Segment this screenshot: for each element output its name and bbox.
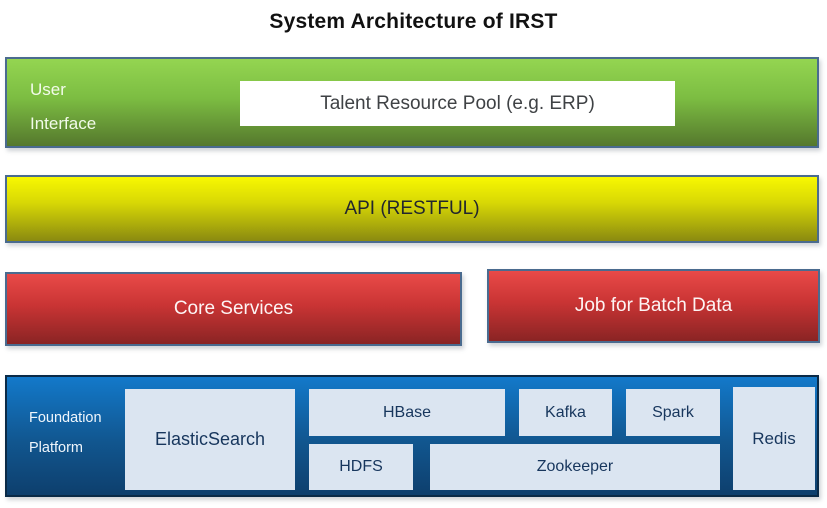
foundation-platform-label: Foundation Platform (29, 403, 102, 463)
core-services-box: Core Services (5, 272, 462, 346)
component-spark: Spark (626, 389, 720, 436)
user-interface-label-line1: User (30, 80, 66, 99)
component-elasticsearch: ElasticSearch (125, 389, 295, 490)
foundation-label-line1: Foundation (29, 410, 102, 426)
user-interface-label-line2: Interface (30, 114, 97, 133)
layer-foundation-platform: Foundation Platform ElasticSearch HBase … (5, 375, 819, 497)
diagram-title: System Architecture of IRST (269, 10, 558, 33)
layer-api: API (RESTFUL) (5, 175, 819, 243)
component-hbase: HBase (309, 389, 505, 436)
component-kafka: Kafka (519, 389, 612, 436)
component-zookeeper: Zookeeper (430, 444, 720, 490)
job-batch-data-box: Job for Batch Data (487, 269, 820, 343)
component-hdfs: HDFS (309, 444, 413, 490)
user-interface-label: User Interface (30, 73, 96, 141)
foundation-label-line2: Platform (29, 440, 83, 456)
component-redis: Redis (733, 387, 815, 490)
talent-resource-pool-box: Talent Resource Pool (e.g. ERP) (240, 81, 675, 126)
layer-user-interface: User Interface Talent Resource Pool (e.g… (5, 57, 819, 148)
